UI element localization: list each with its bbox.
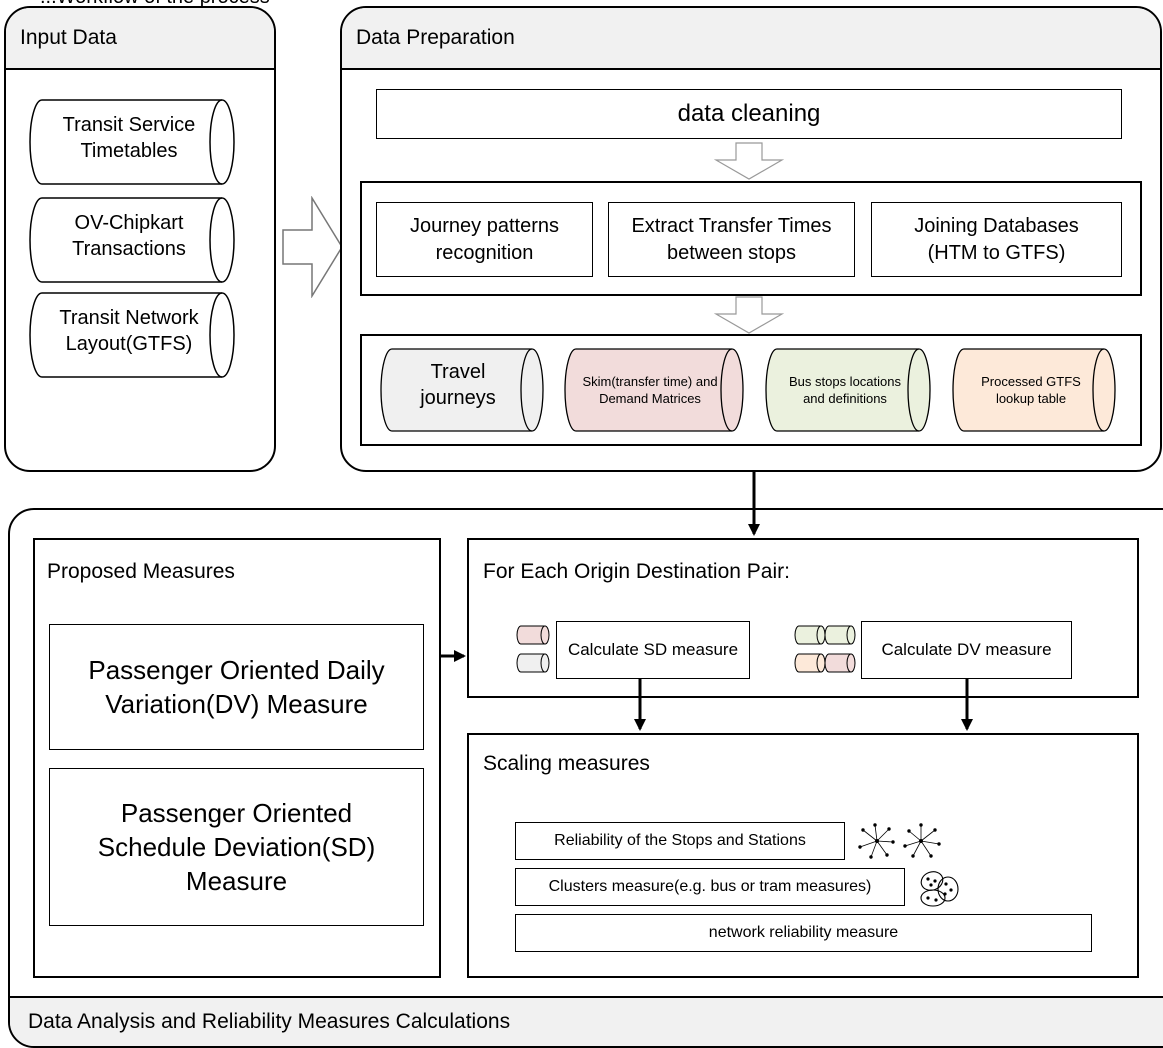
input-item-timetables: Transit Service Timetables xyxy=(26,98,236,186)
sd-measure-box: Passenger Oriented Schedule Deviation(SD… xyxy=(49,768,424,926)
clipped-caption: ...Workflow of the process xyxy=(40,0,270,9)
calculate-sd-box: Calculate SD measure xyxy=(556,621,750,679)
database-icon xyxy=(29,197,235,283)
extract-transfer-times-box: Extract Transfer Times between stops xyxy=(608,202,855,277)
scaling-measures-title: Scaling measures xyxy=(483,752,650,775)
arrow-down-icon xyxy=(714,142,784,180)
input-item-label: OV-Chipkart Transactions xyxy=(72,212,186,261)
calculate-dv-box: Calculate DV measure xyxy=(861,621,1072,679)
output-bus-stops: Bus stops locations and definitions xyxy=(763,347,933,433)
clusters-measure-box: Clusters measure(e.g. bus or tram measur… xyxy=(515,868,905,906)
sd-inputs-icon xyxy=(516,625,550,673)
stops-reliability-box: Reliability of the Stops and Stations xyxy=(515,822,845,860)
output-label: Skim(transfer time) and Demand Matrices xyxy=(582,374,718,407)
database-icon xyxy=(29,99,235,185)
input-item-network-layout: Transit Network Layout(GTFS) xyxy=(26,291,236,379)
data-preparation-title: Data Preparation xyxy=(342,8,1160,70)
output-label: Processed GTFS lookup table xyxy=(981,374,1081,407)
database-icon xyxy=(29,292,235,378)
joining-databases-box: Joining Databases (HTM to GTFS) xyxy=(871,202,1122,277)
output-label: Travel journeys xyxy=(420,361,496,410)
input-data-title: Input Data xyxy=(6,8,274,70)
output-skim-demand-matrices: Skim(transfer time) and Demand Matrices xyxy=(562,347,746,433)
database-icon xyxy=(564,348,744,432)
input-item-transactions: OV-Chipkart Transactions xyxy=(26,196,236,284)
input-item-label: Transit Network Layout(GTFS) xyxy=(59,307,199,356)
database-icon xyxy=(765,348,931,432)
network-nodes-icon xyxy=(858,823,941,859)
network-reliability-box: network reliability measure xyxy=(515,914,1092,952)
database-icon xyxy=(952,348,1116,432)
output-processed-gtfs: Processed GTFS lookup table xyxy=(950,347,1118,433)
input-item-label: Transit Service Timetables xyxy=(62,114,196,163)
arrow-down-icon xyxy=(714,296,784,334)
dv-measure-box: Passenger Oriented Daily Variation(DV) M… xyxy=(49,624,424,750)
output-travel-journeys: Travel journeys xyxy=(378,347,546,433)
database-icon xyxy=(380,348,544,432)
data-analysis-footer: Data Analysis and Reliability Measures C… xyxy=(10,996,1163,1046)
od-pair-title: For Each Origin Destination Pair: xyxy=(483,560,790,583)
output-label: Bus stops locations and definitions xyxy=(788,374,901,407)
journey-patterns-box: Journey patterns recognition xyxy=(376,202,593,277)
clusters-icon xyxy=(920,871,959,907)
arrow-right-icon xyxy=(282,196,343,298)
data-cleaning-box: data cleaning xyxy=(376,89,1122,139)
dv-inputs-icon xyxy=(794,625,856,673)
proposed-measures-title: Proposed Measures xyxy=(47,560,235,583)
